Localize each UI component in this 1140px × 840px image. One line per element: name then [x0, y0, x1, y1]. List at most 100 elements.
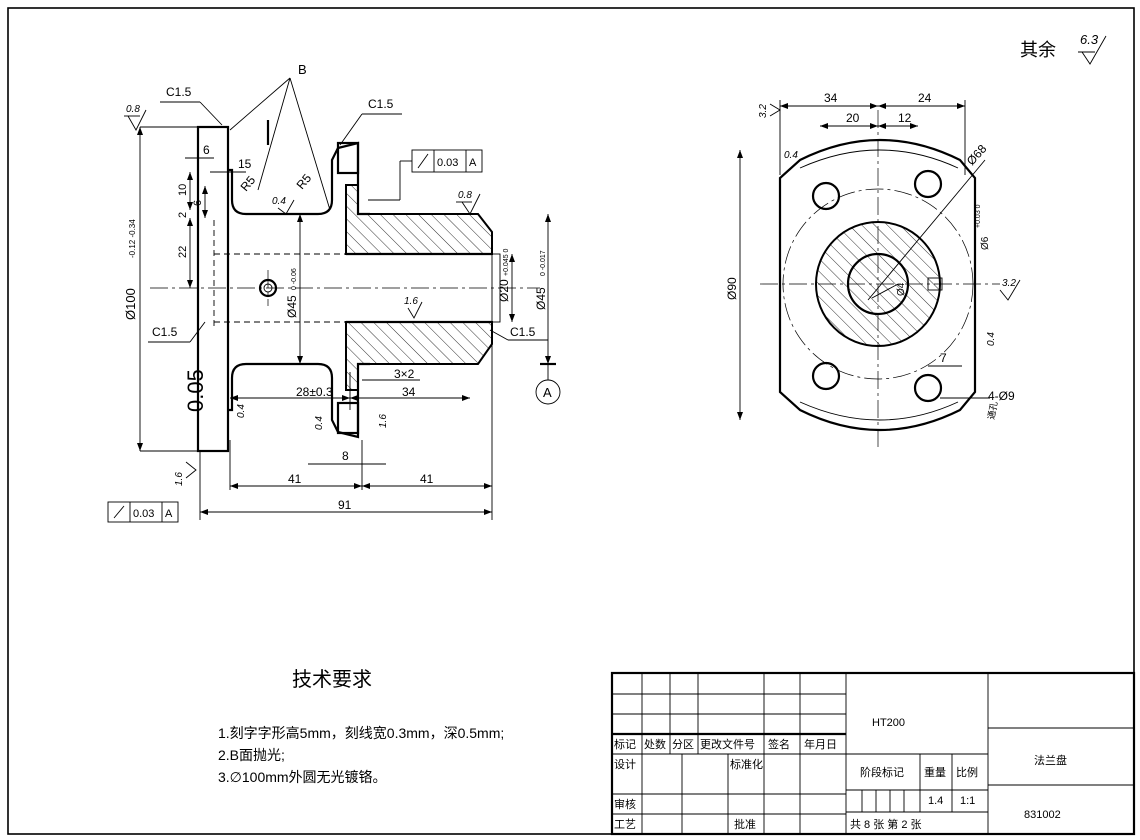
- flange-plate: [196, 125, 230, 453]
- datum-a-symbol: [535, 379, 561, 405]
- dim-15-label: 15: [238, 157, 252, 171]
- dia-68-label: Ø68: [964, 142, 990, 168]
- tb-part-name: 法兰盘: [1034, 753, 1067, 767]
- tb-weight: 重量: [924, 765, 946, 779]
- flange-outline: [778, 138, 977, 432]
- dim-22-label: 22: [177, 246, 189, 258]
- bolt-hole-1: [811, 181, 841, 211]
- tb-weight-val: 1.4: [928, 795, 943, 807]
- dia-4-label: Ø4: [896, 282, 907, 296]
- dim-34-label: 34: [402, 385, 416, 399]
- chamfer-left-bottom: C1.5: [152, 325, 178, 339]
- tb-design: 设计: [614, 758, 636, 771]
- dim-41a-label: 41: [288, 472, 302, 486]
- side-roughness-04b: 0.4: [986, 332, 997, 346]
- dim-3x2-label: 3×2: [394, 367, 415, 381]
- datum-a-label: A: [543, 385, 552, 400]
- dia-45-inner-label: Ø45: [285, 295, 299, 318]
- note-item-3: 3.∅100mm外圆无光镀铬。: [218, 769, 387, 785]
- chamfer-mid-top: C1.5: [368, 97, 394, 111]
- runout-value-1: 0.03: [437, 157, 458, 169]
- bolt-hole-3: [811, 361, 841, 391]
- dia-45-outer-tol: 0 -0.017: [540, 250, 547, 276]
- tb-scale-val: 1:1: [960, 795, 975, 807]
- dia-6-label: Ø6: [980, 236, 991, 250]
- tb-h-zone: 分区: [672, 738, 694, 751]
- dim-2-label: 2: [177, 212, 189, 218]
- dim-8-label: 8: [342, 449, 349, 463]
- dia-100-label: Ø100: [123, 288, 138, 320]
- radius-2-label: R5: [294, 171, 315, 192]
- side-dim-12: 12: [898, 111, 912, 125]
- roughness-16b: 1.6: [378, 414, 389, 428]
- dia-100-tol: -0.12 -0.34: [128, 219, 137, 258]
- runout-datum-1: A: [469, 157, 477, 169]
- dim-91-label: 91: [338, 498, 352, 512]
- dia-20-label: Ø20: [497, 279, 511, 302]
- dim-6b-label: 6: [192, 200, 204, 206]
- runout-frame-top: 0.03 A: [368, 149, 483, 201]
- roughness-04b: 0.4: [236, 404, 247, 418]
- note-item-2: 2.B面抛光;: [218, 747, 285, 763]
- holes-label: 4-Ø9: [988, 389, 1015, 403]
- dim-10-label: 10: [177, 184, 189, 196]
- runout-value-2: 0.03: [133, 508, 154, 520]
- drawing-border: [7, 7, 1135, 835]
- tb-stage: 阶段标记: [860, 765, 904, 779]
- side-dim-7: 7: [940, 351, 947, 365]
- tb-h-count: 处数: [644, 738, 666, 751]
- tb-sheets: 共 8 张 第 2 张: [850, 817, 922, 831]
- tb-drawing-no: 831002: [1024, 809, 1061, 821]
- dim-28-label: 28±0.3: [296, 385, 333, 399]
- bolt-hole-2: [913, 169, 943, 199]
- radius-1-label: R5: [238, 173, 259, 194]
- dia-6-tol: +0.03 0: [975, 204, 982, 228]
- title-block: 标记 处数 分区 更改文件号 签名 年月日 设计 标准化 审核 工艺 批准 HT…: [610, 671, 1136, 836]
- roughness-16a: 1.6: [404, 296, 418, 307]
- chamfer-right-bottom: C1.5: [510, 325, 536, 339]
- side-roughness-32b: 3.2: [1002, 278, 1016, 289]
- side-dim-20: 20: [846, 111, 860, 125]
- technical-notes: 技术要求 1.刻字字形高5mm，刻线宽0.3mm，深0.5mm; 2.B面抛光;…: [218, 668, 504, 785]
- tb-approve: 批准: [734, 817, 756, 831]
- side-view: Ø90 34 24 20 12 Ø68 4-Ø9 通孔 7 Ø6 +0.03 0…: [725, 91, 1021, 450]
- roughness-04a: 0.4: [272, 196, 286, 207]
- dia-45-outer-label: Ø45: [534, 287, 548, 310]
- side-roughness-32a: 3.2: [758, 104, 769, 118]
- tb-standard: 标准化: [730, 757, 763, 771]
- roughness-08a: 0.8: [126, 104, 140, 115]
- runout-datum-2: A: [165, 508, 173, 520]
- chamfer-left-top: C1.5: [166, 85, 192, 99]
- runout-frame-bottom: 0.03 A: [107, 501, 179, 523]
- side-roughness-04a: 0.4: [784, 150, 798, 161]
- tb-scale: 比例: [956, 765, 978, 779]
- tb-h-mark: 标记: [614, 737, 636, 751]
- roughness-16c: 1.6: [174, 472, 185, 486]
- holes-note: 通孔: [986, 401, 999, 420]
- tb-process: 工艺: [614, 818, 636, 831]
- dia-20-tol: +0.045 0: [503, 248, 510, 276]
- bolt-hole-4: [913, 373, 943, 403]
- callout-b: B: [298, 62, 307, 77]
- engraving-text: 0.05: [183, 369, 208, 412]
- side-dim-24: 24: [918, 91, 932, 105]
- side-dim-34: 34: [824, 91, 838, 105]
- tb-material: HT200: [872, 717, 905, 729]
- dim-41b-label: 41: [420, 472, 434, 486]
- remaining-roughness: 其余 6.3: [1020, 32, 1107, 65]
- dia-45-inner-tol: 0 -0.06: [291, 268, 298, 290]
- note-item-1: 1.刻字字形高5mm，刻线宽0.3mm，深0.5mm;: [218, 725, 504, 741]
- tb-h-change: 更改文件号: [700, 737, 755, 751]
- remaining-roughness-label: 其余: [1020, 40, 1056, 60]
- remaining-roughness-value: 6.3: [1080, 32, 1099, 47]
- notes-title: 技术要求: [292, 668, 372, 691]
- tb-check: 审核: [614, 797, 636, 811]
- tb-h-date: 年月日: [804, 737, 837, 751]
- dim-6-label: 6: [203, 143, 210, 157]
- roughness-04c: 0.4: [314, 416, 325, 430]
- shaft-section-lower: [345, 321, 493, 391]
- dia-90-label: Ø90: [725, 277, 739, 300]
- tb-h-sign: 签名: [768, 737, 790, 751]
- front-view: Ø100 -0.12 -0.34 Ø45 0 -0.017 Ø20 +0.045…: [107, 62, 561, 523]
